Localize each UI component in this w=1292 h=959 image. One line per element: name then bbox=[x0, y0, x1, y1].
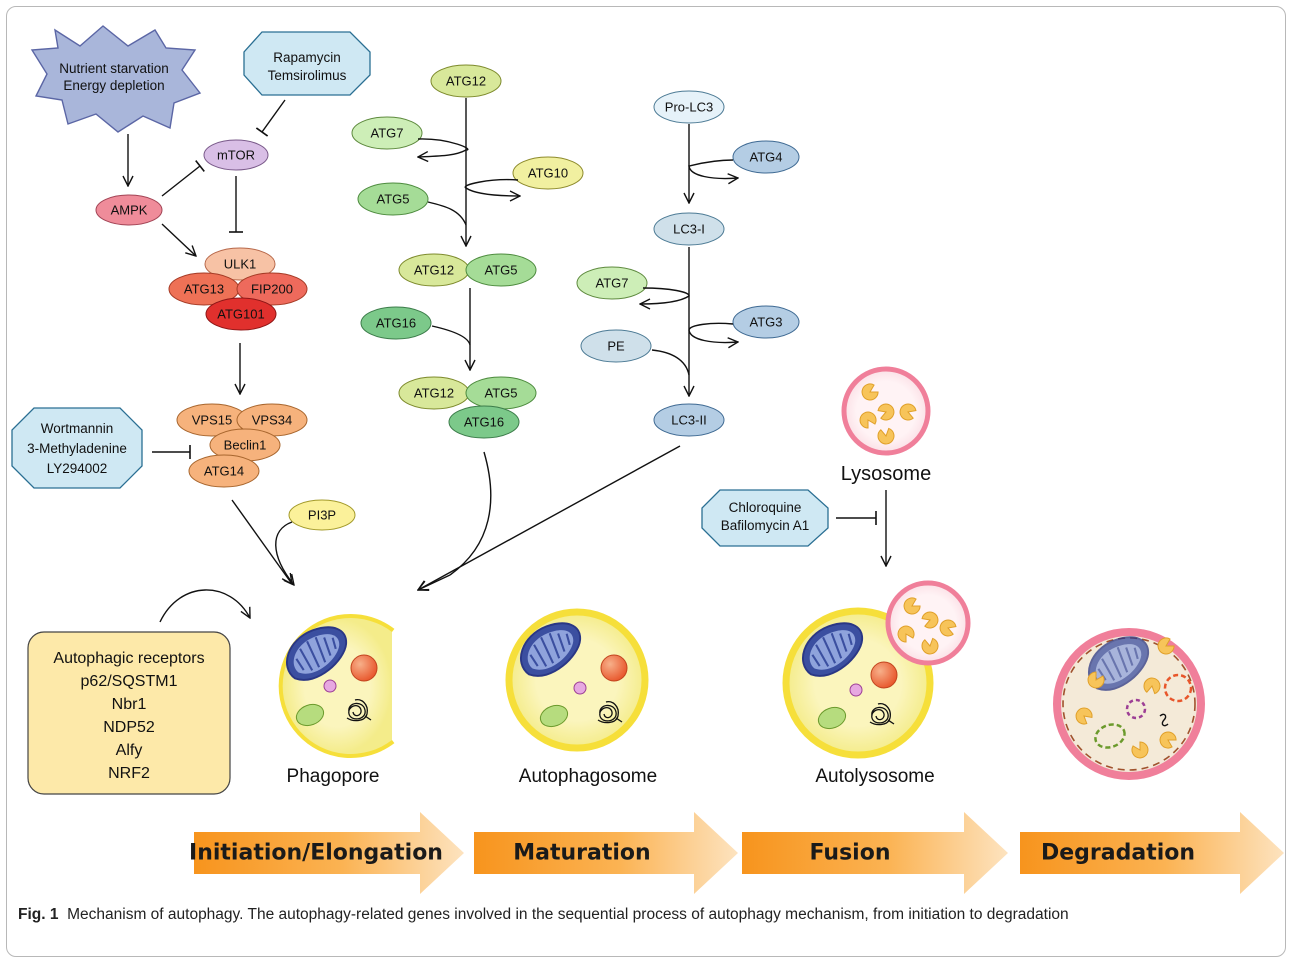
receptor-alfy: Alfy bbox=[116, 742, 143, 759]
temsirolimus-label: Temsirolimus bbox=[268, 68, 347, 83]
ulk1-label: ULK1 bbox=[224, 257, 257, 272]
process-arrow-degradation: Degradation bbox=[1020, 812, 1284, 894]
svg-text:Initiation/Elongation: Initiation/Elongation bbox=[189, 841, 443, 866]
ulk1-complex: ULK1 ATG13 FIP200 ATG101 bbox=[168, 247, 308, 331]
rapamycin-label: Rapamycin bbox=[273, 50, 341, 65]
autolysosome-label: Autolysosome bbox=[815, 766, 934, 787]
caption-label: Fig. 1 bbox=[18, 906, 59, 923]
svg-text:Degradation: Degradation bbox=[1041, 841, 1195, 866]
svg-text:ATG12: ATG12 bbox=[414, 386, 454, 401]
degradation-vesicle bbox=[1053, 627, 1205, 780]
starvation-label-1: Nutrient starvation bbox=[59, 61, 169, 76]
svg-text:ATG12: ATG12 bbox=[414, 263, 454, 278]
autolysosome-vesicle: Autolysosome bbox=[782, 580, 971, 787]
pi3k-inhibitors: Wortmannin 3-Methyladenine LY294002 bbox=[11, 407, 143, 489]
svg-text:ATG5: ATG5 bbox=[377, 192, 410, 207]
svg-text:ATG5: ATG5 bbox=[485, 386, 518, 401]
svg-text:ATG7: ATG7 bbox=[596, 276, 629, 291]
bafilomycin-label: Bafilomycin A1 bbox=[721, 518, 810, 533]
fip200-label: FIP200 bbox=[251, 282, 293, 297]
atg101-label: ATG101 bbox=[217, 307, 264, 322]
caption-text: Mechanism of autophagy. The autophagy-re… bbox=[67, 906, 1069, 923]
chloroquine-label: Chloroquine bbox=[729, 500, 802, 515]
svg-text:mTOR: mTOR bbox=[217, 148, 255, 163]
phagopore-label: Phagopore bbox=[287, 766, 380, 787]
process-arrow-maturation: Maturation bbox=[474, 812, 738, 894]
lysosome-inhibitors: Chloroquine Bafilomycin A1 bbox=[701, 489, 829, 547]
svg-text:ATG16: ATG16 bbox=[464, 415, 504, 430]
rapamycin-inhibitor: Rapamycin Temsirolimus bbox=[243, 31, 371, 96]
vps34-label: VPS34 bbox=[252, 413, 292, 428]
autophagic-receptors-box: Autophagic receptors p62/SQSTM1 Nbr1 NDP… bbox=[27, 631, 231, 795]
receptor-nrf2: NRF2 bbox=[108, 765, 150, 782]
phagopore-vesicle: Phagopore bbox=[276, 614, 395, 787]
lc3-lipidation: Pro-LC3 ATG4 LC3-I ATG7 ATG3 PE LC3-II bbox=[576, 90, 800, 437]
svg-text:ATG5: ATG5 bbox=[485, 263, 518, 278]
svg-text:Pro-LC3: Pro-LC3 bbox=[665, 100, 713, 115]
svg-text:PI3P: PI3P bbox=[308, 508, 336, 523]
svg-text:ATG3: ATG3 bbox=[750, 315, 783, 330]
svg-text:Maturation: Maturation bbox=[513, 841, 650, 866]
pi3k-complex: VPS15 VPS34 Beclin1 ATG14 bbox=[176, 403, 308, 488]
receptor-nbr1: Nbr1 bbox=[112, 696, 147, 713]
vps15-label: VPS15 bbox=[192, 413, 232, 428]
figure-frame bbox=[6, 6, 1286, 957]
starvation-stimulus: Nutrient starvation Energy depletion bbox=[30, 25, 202, 133]
svg-text:PE: PE bbox=[607, 339, 625, 354]
figure-caption: Fig. 1 Mechanism of autophagy. The autop… bbox=[18, 905, 1268, 925]
atg12-conjugation: ATG12 ATG7 ATG10 ATG5 ATG12 ATG5 ATG16 A… bbox=[351, 64, 584, 439]
svg-text:ATG7: ATG7 bbox=[371, 126, 404, 141]
autophagosome-label: Autophagosome bbox=[519, 766, 657, 787]
beclin1-label: Beclin1 bbox=[224, 438, 267, 453]
ly294002-label: LY294002 bbox=[47, 461, 108, 476]
lysosome-label: Lysosome bbox=[841, 463, 931, 485]
methyladenine-label: 3-Methyladenine bbox=[27, 441, 127, 456]
autophagosome-vesicle: Autophagosome bbox=[505, 608, 657, 787]
svg-text:Fusion: Fusion bbox=[809, 841, 890, 866]
process-arrow-initiation: Initiation/Elongation bbox=[189, 812, 464, 894]
pi3p-node: PI3P bbox=[288, 499, 356, 531]
svg-text:ATG10: ATG10 bbox=[528, 166, 568, 181]
process-arrow-fusion: Fusion bbox=[742, 812, 1008, 894]
receptors-title: Autophagic receptors bbox=[53, 650, 204, 667]
lysosome: Lysosome bbox=[841, 366, 931, 485]
svg-text:LC3-II: LC3-II bbox=[671, 413, 706, 428]
svg-text:ATG12: ATG12 bbox=[446, 74, 486, 89]
mtor-node: mTOR bbox=[203, 139, 269, 171]
svg-text:ATG16: ATG16 bbox=[376, 316, 416, 331]
svg-text:LC3-I: LC3-I bbox=[673, 222, 705, 237]
svg-text:AMPK: AMPK bbox=[111, 203, 148, 218]
svg-text:ATG4: ATG4 bbox=[750, 150, 783, 165]
ampk-node: AMPK bbox=[95, 194, 163, 226]
receptor-ndp52: NDP52 bbox=[103, 719, 155, 736]
starvation-label-2: Energy depletion bbox=[63, 78, 164, 93]
receptor-p62: p62/SQSTM1 bbox=[81, 673, 178, 690]
wortmannin-label: Wortmannin bbox=[41, 421, 114, 436]
atg14-label: ATG14 bbox=[204, 464, 244, 479]
atg13-label: ATG13 bbox=[184, 282, 224, 297]
